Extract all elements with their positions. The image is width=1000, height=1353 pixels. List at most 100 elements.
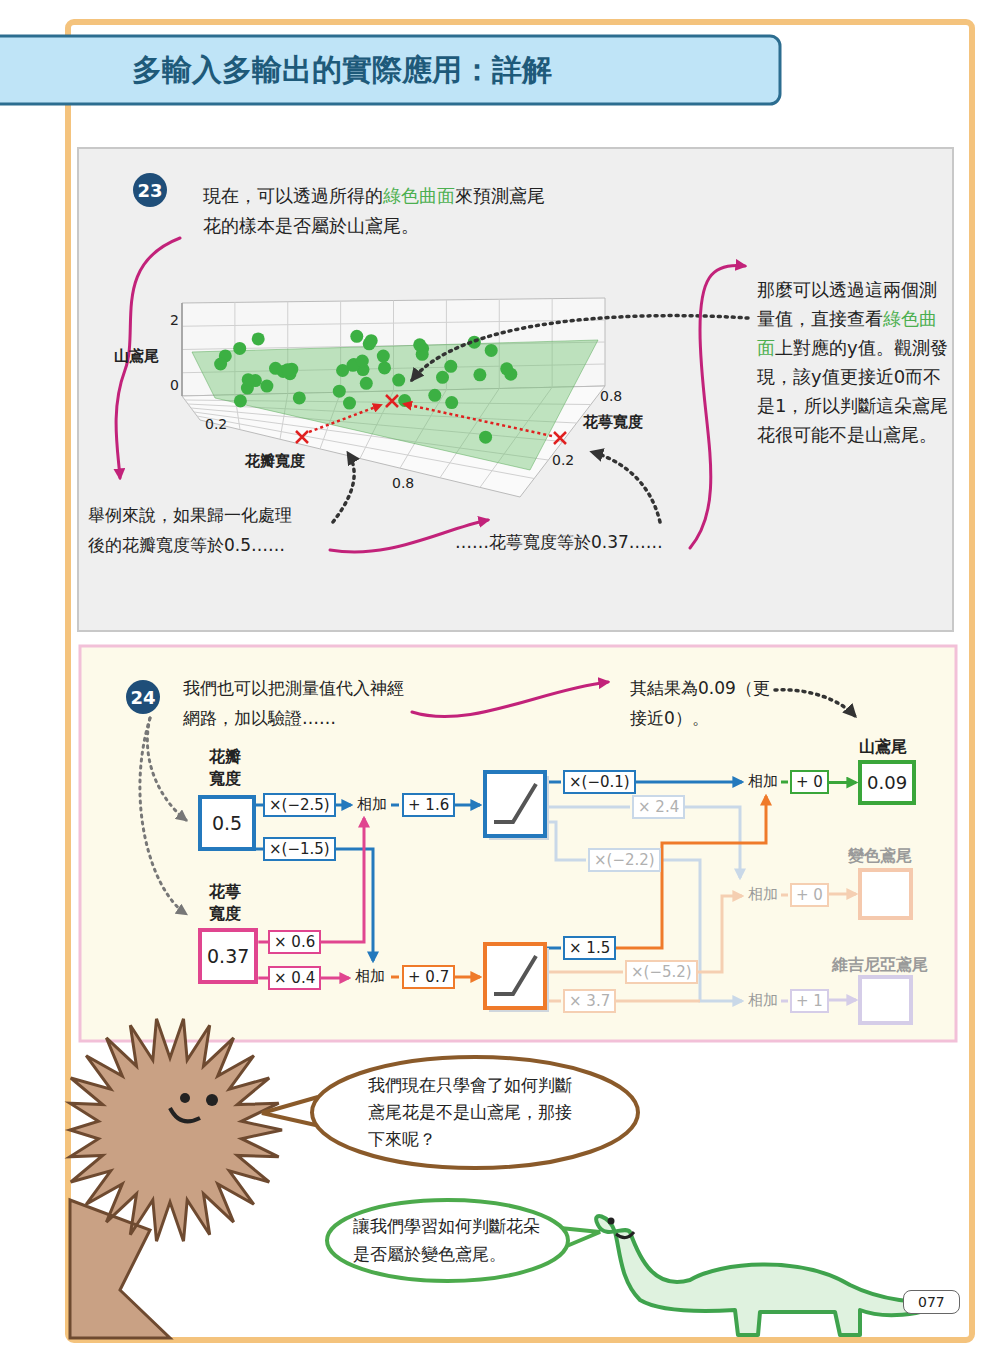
sample-dot: [242, 373, 255, 386]
sample-markers: [296, 395, 566, 444]
text-run: 花萼寬度: [583, 413, 643, 431]
text-run: 其結果為0.09（更接近0）。: [630, 678, 770, 728]
sample-dot: [479, 431, 492, 444]
value-box: 山鳶尾0.09: [858, 760, 916, 805]
weight-box: + 0: [790, 883, 829, 907]
weight-box: × 3.7: [563, 989, 616, 1013]
value-box: 花萼寬度0.37: [198, 928, 258, 984]
surface-plot: [182, 298, 605, 497]
box-text: 0.09: [867, 772, 907, 794]
text-run: ……花萼寬度等於0.37……: [455, 532, 663, 552]
box-heading: 花萼寬度: [209, 881, 243, 924]
box-heading: 花瓣寬度: [209, 746, 243, 789]
box-text: ×(−5.2): [631, 963, 692, 981]
text-run: 花瓣寬度: [245, 452, 305, 470]
label-text: 0.8: [600, 388, 622, 406]
box-text: + 0.7: [408, 968, 449, 986]
label-text: 0.2: [205, 416, 227, 434]
box-text: × 3.7: [569, 992, 610, 1010]
speech-bubble: 我們現在只學會了如何判斷鳶尾花是不是山鳶尾，那接下來呢？: [310, 1055, 640, 1170]
sample-dot: [281, 363, 294, 376]
value-box: 花瓣寬度0.5: [198, 795, 256, 851]
dinosaur-character: [596, 1216, 945, 1335]
text-run: 0.8: [392, 475, 414, 491]
text-run: 0.8: [600, 388, 622, 404]
label-text: 山鳶尾: [114, 347, 159, 366]
text-run: 相加: [748, 772, 778, 790]
sample-dot: [350, 330, 363, 343]
text-run: 0.2: [205, 416, 227, 432]
weight-box: + 1: [790, 989, 829, 1013]
box-text: ×(−1.5): [269, 840, 330, 858]
connector: [256, 804, 263, 807]
sample-dot: [293, 391, 306, 404]
sample-dot: [343, 397, 356, 410]
box-text: ×(−2.5): [269, 796, 330, 814]
weight-box: × 1.5: [563, 936, 616, 960]
box-text: ×(−2.2): [594, 851, 655, 869]
label-text: 相加: [748, 991, 778, 1010]
box-text: + 1: [796, 992, 823, 1010]
hedgehog-character: [70, 1019, 282, 1338]
box-text: 24: [130, 687, 155, 708]
activation-box: [485, 772, 549, 1012]
sample-dot: [333, 385, 346, 398]
connector: [829, 781, 856, 784]
label-text: 0: [170, 377, 179, 395]
label-text: 0.2: [552, 452, 574, 470]
value-box: 維吉尼亞鳶尾: [858, 975, 913, 1025]
weight-box: × 0.4: [268, 966, 321, 990]
box-text: 讓我們學習如何判斷花朵是否屬於變色鳶尾。: [353, 1213, 543, 1267]
bubble-outline: [325, 1198, 570, 1283]
sample-dot: [356, 355, 369, 368]
label-text: 現在，可以透過所得的綠色曲面來預測鳶尾花的樣本是否屬於山鳶尾。: [203, 181, 548, 241]
sample-dot: [378, 361, 391, 374]
grid-line: [181, 303, 183, 396]
flow-arrows: [116, 238, 745, 717]
box-text: 23: [137, 180, 162, 201]
label-text: 相加: [748, 772, 778, 791]
weight-box: + 0.7: [402, 965, 455, 989]
sample-dot: [260, 380, 273, 393]
connector: [829, 999, 856, 1002]
page-number: 077: [903, 1290, 960, 1314]
box-text: + 0: [796, 773, 823, 791]
text-run: 相加: [355, 967, 385, 985]
sample-dot: [413, 338, 426, 351]
text-run: 綠色曲面: [383, 185, 455, 206]
box-text: 077: [918, 1294, 945, 1310]
sample-dot: [363, 337, 376, 350]
box-text: 0.37: [207, 945, 249, 968]
label-text: ……花萼寬度等於0.37……: [455, 532, 663, 553]
sample-dot: [485, 344, 498, 357]
box-text: × 1.5: [569, 939, 610, 957]
label-text: 上對應的y值。觀測發現，該y值更接近0而不是1，所以判斷這朵鳶尾花很可能不是山鳶…: [757, 337, 948, 445]
text-run: 舉例來說，如果歸一化處理後的花瓣寬度等於0.5……: [88, 505, 292, 555]
label-text: 相加: [357, 795, 387, 814]
text-run: 0.2: [552, 452, 574, 468]
sample-dot: [500, 362, 513, 375]
box-text: × 0.4: [274, 969, 315, 987]
box-heading: 維吉尼亞鳶尾: [832, 954, 928, 976]
text-run: 上對應的y值。觀測發現，該y值更接近0而不是1，所以判斷這朵鳶尾花很可能不是山鳶…: [757, 337, 948, 445]
callout-number: 24: [126, 680, 160, 714]
sample-dot: [233, 342, 246, 355]
connector: [256, 848, 263, 851]
speech-bubble: 讓我們學習如何判斷花朵是否屬於變色鳶尾。: [325, 1198, 570, 1283]
title-bar: [0, 36, 780, 104]
text-run: 相加: [748, 991, 778, 1009]
green-surface: [192, 340, 598, 470]
label-text: 那麼可以透過這兩個測量值，直接查看綠色曲面上對應的y值。觀測發現，該y值更接近0…: [757, 275, 952, 449]
box-text: 0.5: [212, 812, 242, 835]
box-text: × 0.6: [274, 933, 315, 951]
panel-23: [78, 148, 953, 631]
text-run: 2: [170, 312, 179, 328]
connector: [829, 893, 856, 896]
label-text: 其結果為0.09（更接近0）。: [630, 673, 770, 733]
text-run: 現在，可以透過所得的: [203, 185, 383, 206]
sample-dot: [428, 389, 441, 402]
sample-dot: [214, 358, 227, 371]
weight-box: ×(−1.5): [263, 837, 336, 861]
box-heading: 變色鳶尾: [848, 845, 912, 867]
bubble-ellipse: [327, 1200, 568, 1281]
